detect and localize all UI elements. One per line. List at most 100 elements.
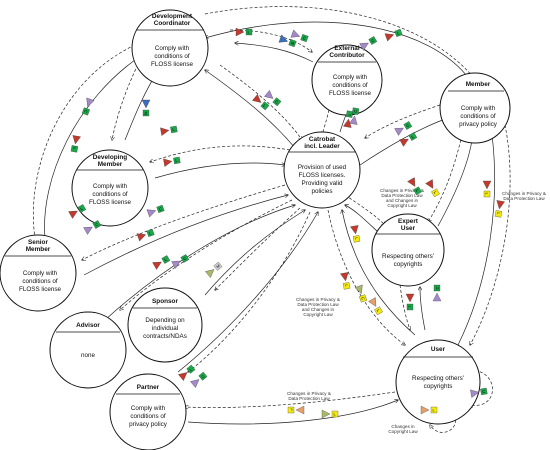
edge-developing-catrobat — [154, 163, 285, 179]
edge-catrobat-expert — [344, 194, 385, 225]
edge-marker: L — [482, 180, 492, 198]
triangle-marker-icon — [86, 97, 95, 108]
edge-marker: L — [405, 293, 415, 311]
triangle-marker-icon — [295, 405, 305, 415]
edge-expert-member — [437, 140, 472, 227]
triangle-marker-icon — [141, 99, 151, 109]
edge-catrobat-sponsor — [215, 207, 301, 290]
edge-marker: L — [160, 125, 178, 136]
svg-text:Respecting others'copyrights: Respecting others'copyrights — [412, 375, 464, 390]
svg-text:Respecting others'copyrights: Respecting others'copyrights — [382, 253, 434, 268]
edge-user-self-bottom — [430, 414, 457, 433]
triangle-marker-icon — [146, 209, 157, 218]
edge-catrobat-developing — [150, 145, 291, 162]
marker-letter: C — [302, 35, 307, 41]
marker-letter: M — [290, 40, 295, 46]
marker-box-icon — [480, 387, 488, 396]
marker-box-icon — [300, 34, 309, 43]
node-advisor: Advisor none — [49, 311, 127, 389]
triangle-marker-icon — [350, 225, 359, 235]
triangle-marker-icon — [340, 272, 349, 282]
svg-text:Sponsor: Sponsor — [152, 298, 178, 305]
marker-box-icon — [77, 204, 87, 213]
marker-letter: L — [344, 284, 349, 288]
triangle-marker-icon — [136, 233, 147, 242]
marker-box-icon — [260, 101, 270, 111]
marker-box-icon — [146, 228, 155, 237]
marker-box-icon — [374, 306, 383, 316]
marker-box-icon — [494, 210, 503, 218]
marker-letter: C — [405, 123, 410, 129]
marker-letter: L — [188, 366, 194, 372]
edge-marker: L — [152, 255, 171, 270]
triangle-marker-icon — [290, 29, 301, 38]
triangle-marker-icon — [384, 33, 395, 42]
marker-box-icon — [352, 235, 361, 243]
edge-marker: C — [432, 284, 442, 302]
edge-label-member-right: Changes in Privacy &Data Protection Law — [502, 191, 546, 201]
edge-marker: C — [264, 90, 282, 107]
edge-marker: L — [384, 28, 403, 42]
marker-letter: L — [148, 230, 153, 236]
marker-box-icon — [288, 39, 297, 48]
edge-user-catrobat — [342, 210, 416, 336]
svg-text:Member: Member — [466, 81, 491, 88]
marker-box-icon — [287, 406, 295, 414]
marker-box-icon — [92, 220, 102, 229]
triangle-marker-icon — [359, 42, 369, 51]
triangle-marker-icon — [72, 135, 81, 145]
marker-box-icon — [345, 110, 354, 118]
marker-letter: L — [408, 306, 413, 309]
triangle-marker-icon — [278, 34, 289, 43]
edge-advisor-catrobat — [104, 205, 295, 321]
marker-box-icon — [81, 107, 90, 116]
edge-partner-catrobat — [177, 212, 318, 373]
marker-box-icon — [161, 255, 171, 264]
edge-user-member — [457, 135, 495, 346]
marker-letter: C — [200, 373, 206, 379]
marker-letter: L — [396, 30, 401, 36]
edge-marker: L — [136, 228, 155, 242]
edge-marker: L — [68, 204, 87, 219]
triangle-marker-icon — [321, 409, 331, 419]
marker-letter: L — [172, 127, 176, 132]
marker-box-icon — [186, 364, 196, 374]
edge-devcoord-senior — [33, 44, 136, 238]
marker-box-icon — [342, 282, 351, 290]
edge-catrobat-senior — [82, 184, 286, 260]
edge-marker: C — [290, 29, 309, 43]
triangle-marker-icon — [482, 180, 492, 190]
marker-letter: L — [496, 212, 501, 216]
edge-user-expert — [420, 287, 426, 331]
edge-marker: L — [321, 409, 339, 419]
triangle-marker-icon — [368, 297, 377, 307]
marker-letter: L — [72, 147, 77, 151]
edge-devcoord-external — [229, 29, 312, 52]
marker-letter: C — [94, 222, 99, 228]
edge-marker: L — [368, 297, 383, 316]
marker-box-icon — [170, 125, 178, 134]
edge-sponsor-catrobat — [204, 210, 305, 296]
marker-box-icon — [142, 109, 150, 117]
triangle-marker-icon — [171, 260, 181, 269]
marker-box-icon — [245, 28, 253, 36]
edge-catrobat-partner — [188, 211, 311, 372]
edge-marker: L — [420, 405, 438, 415]
marker-box-icon — [433, 284, 441, 292]
edge-marker: L — [407, 177, 422, 196]
marker-letter: M — [215, 263, 221, 269]
marker-box-icon — [272, 97, 282, 107]
marker-letter: L — [410, 134, 415, 140]
triangle-marker-icon — [399, 138, 409, 147]
